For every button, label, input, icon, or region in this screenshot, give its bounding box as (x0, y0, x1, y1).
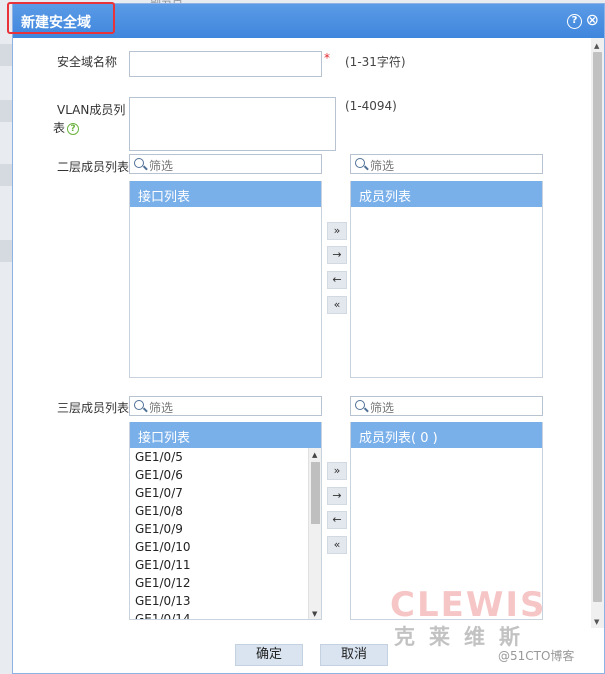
add-button[interactable]: → (327, 487, 347, 505)
cancel-button[interactable]: 取消 (320, 644, 388, 666)
scroll-thumb[interactable] (593, 52, 602, 602)
watermark: CLEWIS 克莱维斯 @51CTO博客 (380, 585, 600, 665)
search-icon (355, 158, 365, 168)
layer3-right-filter[interactable]: 筛选 (350, 396, 543, 416)
list-item[interactable]: GE1/0/7 (135, 486, 183, 500)
vlan-hint: (1-4094) (345, 99, 397, 113)
vlan-members-label-line2: 表? (53, 119, 80, 136)
layer2-members-label: 二层成员列表 (57, 160, 130, 174)
list-item[interactable]: GE1/0/13 (135, 594, 191, 608)
background-row (0, 240, 12, 262)
layer2-interface-list[interactable]: 接口列表 (129, 181, 322, 378)
zone-name-label: 安全域名称 (57, 55, 118, 69)
scroll-thumb[interactable] (311, 462, 320, 524)
filter-placeholder: 筛选 (149, 401, 174, 415)
watermark-site: @51CTO博客 (498, 649, 575, 663)
remove-button[interactable]: ← (327, 511, 347, 529)
add-all-button[interactable]: » (327, 222, 347, 240)
background-row (0, 100, 12, 122)
filter-placeholder: 筛选 (370, 401, 395, 415)
list-item[interactable]: GE1/0/10 (135, 540, 191, 554)
add-all-button[interactable]: » (327, 462, 347, 480)
required-mark: * (324, 51, 330, 65)
title-highlight-box (7, 2, 115, 34)
list-header: 成员列表( 0 ) (351, 422, 542, 448)
filter-placeholder: 筛选 (149, 159, 174, 173)
dialog-title: 新建安全域 (21, 15, 91, 31)
help-icon[interactable]: ? (567, 14, 582, 29)
watermark-brand: CLEWIS (390, 585, 547, 625)
remove-button[interactable]: ← (327, 271, 347, 289)
list-scrollbar[interactable]: ▲ ▼ (308, 448, 321, 619)
search-icon (134, 158, 144, 168)
remove-all-button[interactable]: « (327, 536, 347, 554)
dialog-titlebar[interactable]: 新建安全域 ? ⊗ (7, 2, 604, 38)
dialog-content: 安全域名称 * (1-31字符) VLAN成员列 表? (1-4094) 二层成… (13, 38, 591, 620)
watermark-brand-cn: 克莱维斯 (394, 625, 534, 649)
zone-name-hint: (1-31字符) (345, 55, 406, 69)
vlan-members-label: VLAN成员列 (57, 103, 126, 117)
scroll-up-icon[interactable]: ▲ (312, 451, 318, 459)
list-item[interactable]: GE1/0/11 (135, 558, 191, 572)
layer3-members-label: 三层成员列表 (57, 401, 130, 415)
list-item[interactable]: GE1/0/6 (135, 468, 183, 482)
layer2-right-filter[interactable]: 筛选 (350, 154, 543, 174)
list-item[interactable]: GE1/0/8 (135, 504, 183, 518)
list-item[interactable]: GE1/0/9 (135, 522, 183, 536)
vlan-help-icon[interactable]: ? (67, 122, 80, 135)
close-icon[interactable]: ⊗ (585, 10, 599, 29)
scroll-up-icon[interactable]: ▲ (594, 42, 600, 50)
search-icon (355, 400, 365, 410)
filter-placeholder: 筛选 (370, 159, 395, 173)
layer3-left-filter[interactable]: 筛选 (129, 396, 322, 416)
dialog-scrollbar[interactable]: ▲ ▼ (591, 38, 604, 628)
list-item[interactable]: GE1/0/5 (135, 450, 183, 464)
ok-button[interactable]: 确定 (235, 644, 303, 666)
background-row (0, 44, 12, 66)
remove-all-button[interactable]: « (327, 296, 347, 314)
list-header: 成员列表 (351, 181, 542, 207)
list-header: 接口列表 (130, 181, 321, 207)
search-icon (134, 400, 144, 410)
scroll-down-icon[interactable]: ▼ (312, 610, 318, 618)
zone-name-input[interactable] (129, 51, 322, 77)
vlan-members-textarea[interactable] (129, 97, 336, 151)
add-button[interactable]: → (327, 246, 347, 264)
scroll-down-icon[interactable]: ▼ (594, 618, 600, 626)
new-security-zone-dialog: 新建安全域 ? ⊗ 安全域名称 * (1-31字符) VLAN成员列 表? (1… (7, 2, 605, 674)
list-item[interactable]: GE1/0/12 (135, 576, 191, 590)
background-row (0, 164, 12, 186)
layer2-member-list[interactable]: 成员列表 (350, 181, 543, 378)
layer3-member-list[interactable]: 成员列表( 0 ) (350, 422, 543, 620)
list-item[interactable]: GE1/0/14 (135, 612, 191, 620)
layer2-left-filter[interactable]: 筛选 (129, 154, 322, 174)
list-header: 接口列表 (130, 422, 321, 448)
